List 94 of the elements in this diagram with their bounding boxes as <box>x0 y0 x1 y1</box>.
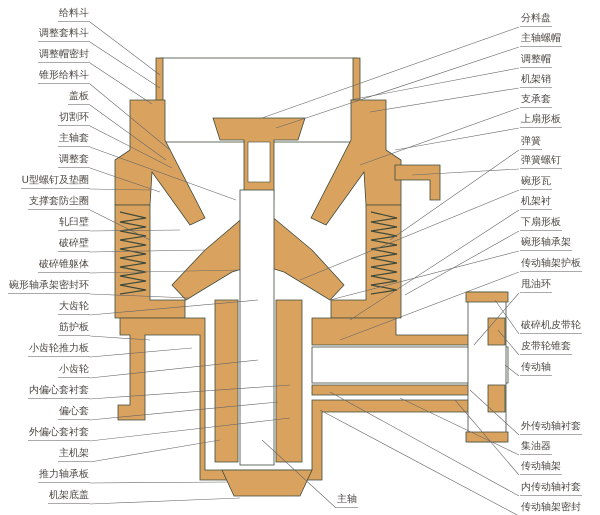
part-label: 传动轴架密封 <box>520 502 582 515</box>
part-label: 小齿轮推力板 <box>28 343 90 357</box>
leader-line <box>90 62 152 104</box>
leader-line <box>90 418 290 442</box>
part-label: 皮带轮锥套 <box>520 341 572 355</box>
leader-line <box>474 292 520 346</box>
part-label: 切割环 <box>58 112 90 126</box>
leader-line <box>412 168 520 176</box>
part-label: 锥形给料斗 <box>38 70 90 84</box>
leader-line <box>90 126 172 168</box>
part-label: 碗形轴承架密封环 <box>8 280 90 294</box>
part-label: 机架衬 <box>520 196 552 210</box>
leader-line <box>320 410 520 515</box>
part-label: 轧臼壁 <box>58 217 90 231</box>
part-label: 传动轴架护板 <box>520 258 582 272</box>
leader-line <box>90 146 236 200</box>
part-label: 分料盘 <box>520 13 552 27</box>
part-label: 支撑套防尘圈 <box>28 196 90 210</box>
leader-line <box>390 150 520 240</box>
leader-line <box>90 336 150 340</box>
leader-line <box>394 128 520 150</box>
part-label: 上扇形板 <box>520 114 562 128</box>
part-label: 下扇形板 <box>520 217 562 231</box>
part-label: 集油器 <box>520 441 552 455</box>
leader-line <box>276 46 520 128</box>
leader-line <box>90 360 258 378</box>
part-label: 弹簧螺钉 <box>520 155 562 169</box>
leader-line <box>330 250 520 300</box>
part-label: 给料斗 <box>58 8 90 22</box>
leader-line <box>360 108 520 166</box>
leader-line <box>90 402 278 420</box>
part-label: 甩油环 <box>520 279 552 293</box>
part-label: 盖板 <box>68 91 90 105</box>
part-label: 外传动轴衬套 <box>520 421 582 435</box>
part-label: 碗形瓦 <box>520 176 552 190</box>
leader-line <box>262 26 520 118</box>
leader-line <box>90 210 150 240</box>
part-label: 主轴螺帽 <box>520 33 562 47</box>
leader-line <box>90 168 160 192</box>
part-label: 传动轴 <box>520 362 552 376</box>
part-label: 筋护板 <box>58 322 90 336</box>
part-label: 调整套料斗 <box>38 28 90 42</box>
leader-line <box>340 272 520 340</box>
leader-line <box>300 190 520 280</box>
part-label: 破碎锥躯体 <box>38 259 90 273</box>
part-label: 推力轴承板 <box>38 469 90 483</box>
part-label: 支承套 <box>520 94 552 108</box>
leader-line <box>400 398 520 456</box>
leader-line <box>90 384 290 400</box>
part-label: 传动轴架 <box>520 461 562 475</box>
leader-line <box>350 68 520 100</box>
part-label: 机架底盖 <box>48 490 90 504</box>
part-label: 调整套 <box>58 154 90 168</box>
leader-line <box>90 84 170 150</box>
leader-line <box>90 42 160 88</box>
leader-line <box>90 270 240 274</box>
leader-line <box>498 330 520 356</box>
leader-line <box>90 294 190 298</box>
part-label: 主轴 <box>336 494 358 508</box>
leader-line <box>90 482 228 484</box>
leader-line <box>90 440 220 462</box>
part-label: 主轴套 <box>58 133 90 147</box>
leader-line <box>350 210 520 320</box>
leader-line <box>470 390 520 436</box>
part-label: 大齿轮 <box>58 301 90 315</box>
part-label: 破碎机皮带轮 <box>520 320 582 334</box>
leader-line <box>90 250 206 252</box>
leader-line <box>330 392 520 496</box>
part-label: 外偏心套衬套 <box>28 427 90 441</box>
part-label: 机架销 <box>520 74 552 88</box>
part-label: 破碎壁 <box>58 238 90 252</box>
leader-line <box>370 88 520 112</box>
part-label: 弹簧 <box>520 136 542 150</box>
leader-line <box>90 104 166 160</box>
part-label: 调整帽密封 <box>38 49 90 63</box>
leader-line <box>504 364 520 376</box>
leader-line <box>90 230 180 232</box>
leader-line <box>404 230 520 296</box>
part-label: U型螺钉及垫圈 <box>20 175 90 189</box>
leader-line <box>454 400 520 476</box>
part-label: 主机架 <box>58 448 90 462</box>
leader-line <box>90 22 160 76</box>
leader-line <box>90 300 258 316</box>
part-label: 调整帽 <box>520 54 552 68</box>
leader-line <box>90 188 150 190</box>
leader-line <box>90 348 192 358</box>
part-label: 偏心套 <box>58 406 90 420</box>
part-label: 内传动轴衬套 <box>520 482 582 496</box>
part-label: 碗形轴承架 <box>520 237 572 251</box>
part-label: 内偏心套衬套 <box>28 385 90 399</box>
leader-line <box>262 440 336 508</box>
leader-line <box>494 300 520 334</box>
leader-line <box>90 498 240 504</box>
part-label: 小齿轮 <box>58 364 90 378</box>
